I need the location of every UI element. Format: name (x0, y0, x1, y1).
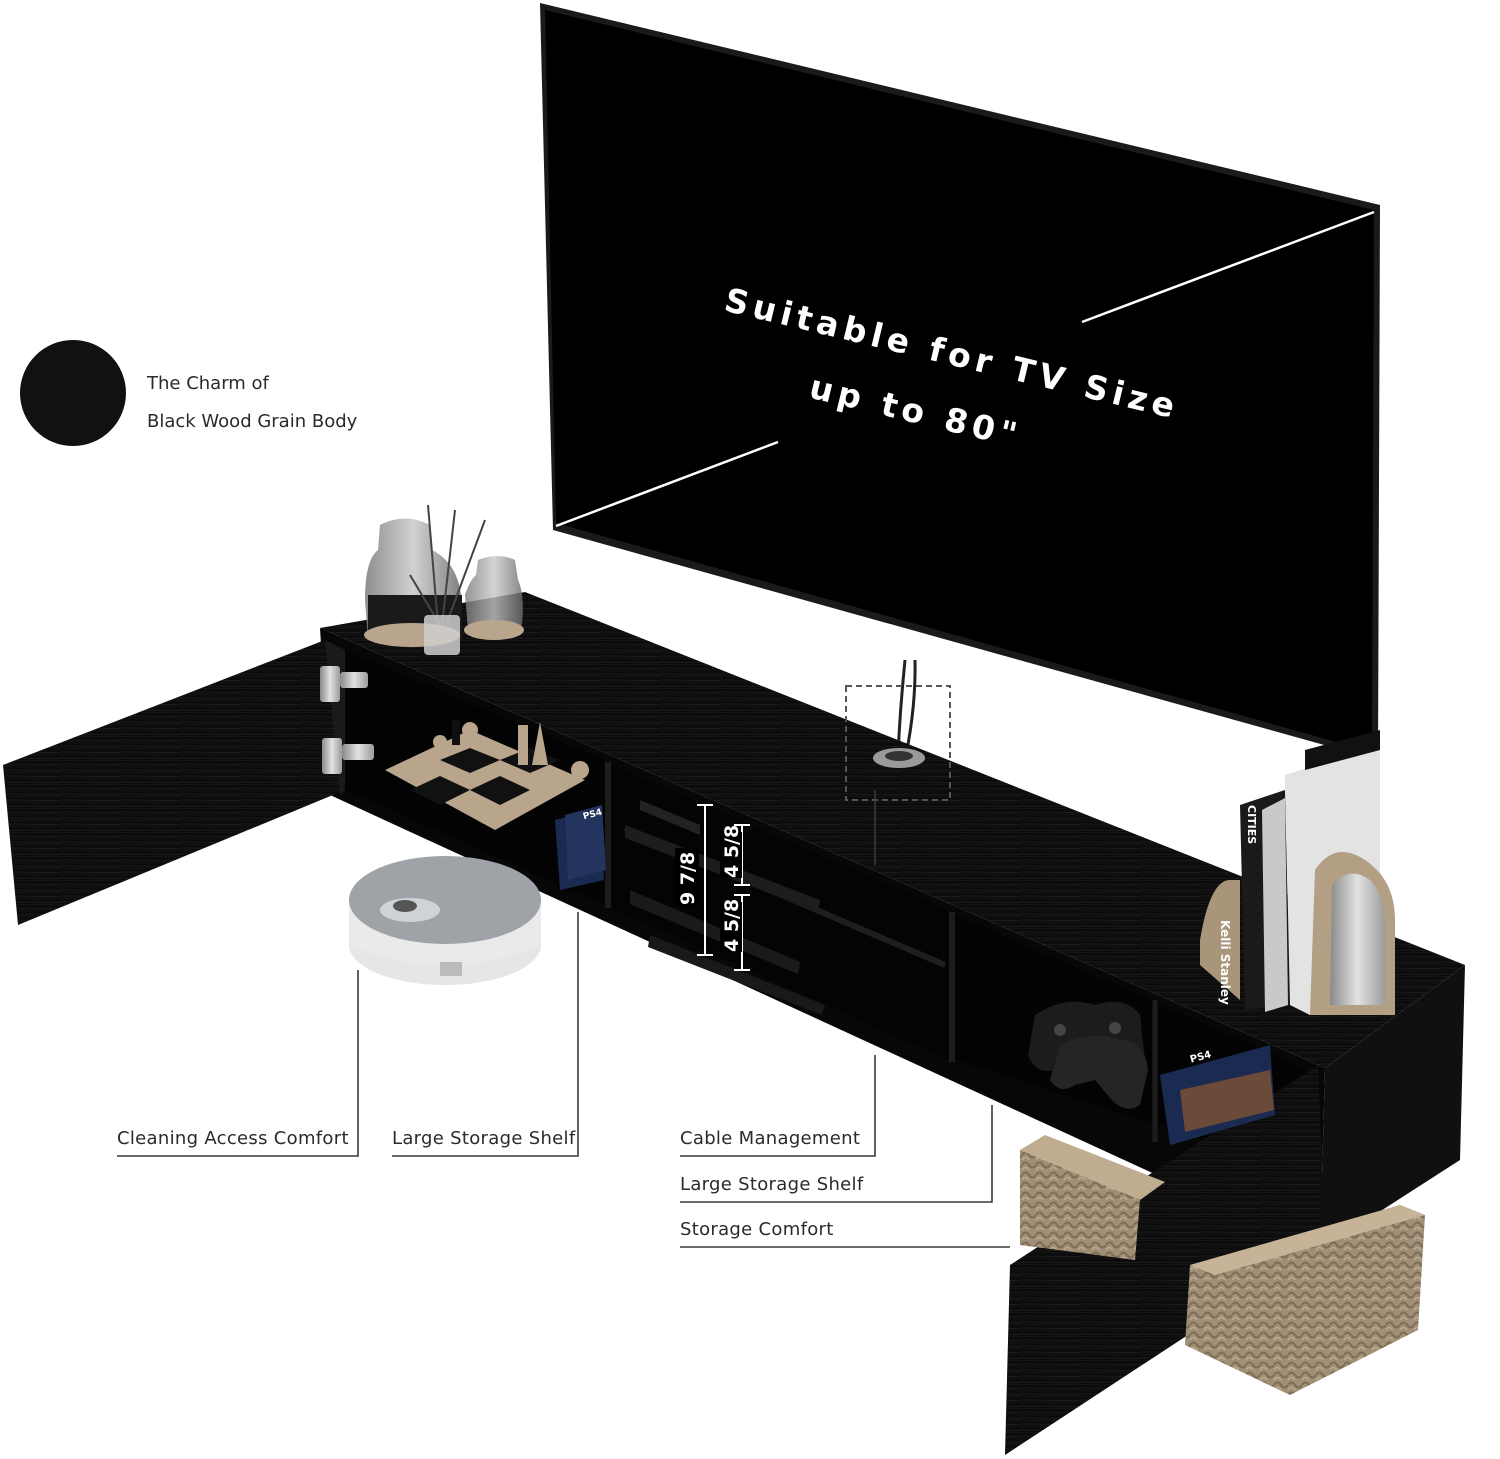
cabinet-top (320, 592, 1465, 1068)
wicker-basket (1185, 1205, 1425, 1395)
cabinet-right-side (1320, 965, 1465, 1250)
swatch-caption-line2: Black Wood Grain Body (147, 411, 358, 432)
door-hinge (322, 738, 374, 774)
dim-label-total: 9 7/8 (677, 852, 699, 905)
tv-cable (904, 659, 917, 756)
compartment-middle (612, 765, 948, 1060)
game-controllers (1028, 1001, 1148, 1109)
leader-cleaning-access (117, 970, 359, 1157)
book-spine-author: Kelli Stanley (1218, 920, 1232, 1005)
callout-storage-comfort: Storage Comfort (680, 1219, 834, 1240)
dimension-markers: 9 7/8 4 5/8 4 5/8 (675, 804, 750, 971)
leader-large-storage-right (680, 1105, 993, 1203)
cable-highlight-box (845, 685, 951, 801)
television (540, 3, 1380, 760)
dim-label-upper: 4 5/8 (721, 825, 743, 878)
swatch-caption-line1: The Charm of (147, 373, 269, 394)
reed-diffuser (409, 504, 486, 655)
book-spine-title: CITIES (1245, 805, 1258, 845)
dim-label-lower: 4 5/8 (721, 899, 743, 952)
right-door-open (1005, 1065, 1325, 1455)
left-door-panel (3, 640, 345, 925)
tv-screen (545, 10, 1374, 752)
tv-light-streak (555, 440, 779, 528)
right-door-panel (1005, 1065, 1325, 1455)
left-door-open (3, 640, 374, 925)
wicker-basket (1020, 1135, 1165, 1260)
cable-grommet-hole (885, 751, 913, 761)
callout-large-storage-right: Large Storage Shelf (680, 1174, 864, 1195)
chess-board (385, 720, 589, 830)
door-hinge (320, 666, 368, 702)
leader-cable-management (680, 1055, 876, 1157)
callout-large-storage-left: Large Storage Shelf (392, 1128, 576, 1149)
wood-grain-swatch (20, 340, 126, 446)
robot-vacuum (349, 856, 541, 985)
glass-vase-small (464, 556, 524, 640)
leader-large-storage-left (392, 912, 579, 1157)
callout-cleaning-access: Cleaning Access Comfort (117, 1128, 349, 1149)
game-cases (1160, 1045, 1275, 1145)
tv-light-streak (1081, 210, 1375, 324)
callout-cable-management: Cable Management (680, 1128, 861, 1149)
wooden-bookend (1200, 852, 1395, 1015)
callout-leader-lines (117, 790, 1010, 1248)
game-cases (555, 805, 606, 890)
